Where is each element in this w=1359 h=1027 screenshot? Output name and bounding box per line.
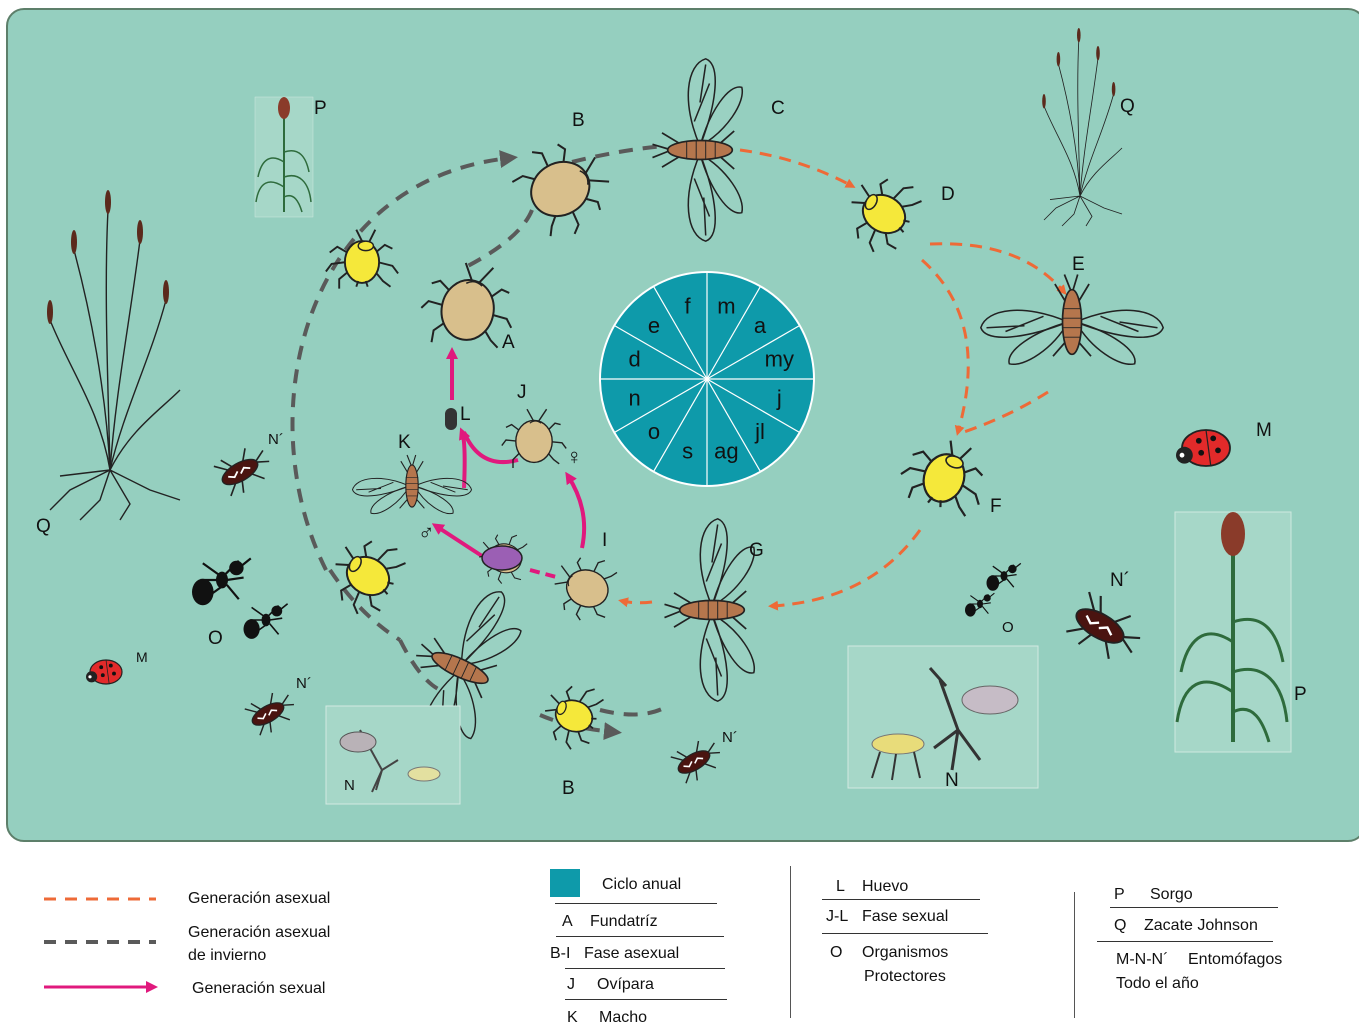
legend-a-key: A (562, 913, 573, 931)
legend-k-value: Macho (599, 1009, 647, 1027)
wheel-month-label: s (682, 438, 693, 463)
label-b-bottom: B (562, 778, 575, 799)
label-n-prime-left: N´ (268, 431, 284, 448)
ladybug-icon (1176, 430, 1230, 466)
johnson-grass-left-icon (47, 190, 180, 520)
predator-bug-icon (244, 685, 300, 738)
label-m-left: M (136, 649, 148, 665)
label-o-right: O (1002, 619, 1014, 636)
legend-jl-value: Fase sexual (862, 908, 948, 926)
label-e: E (1072, 254, 1085, 275)
predator-bug-icon (213, 440, 276, 499)
legend-j-value: Ovípara (597, 976, 654, 994)
winged-aphid-k-male-icon (352, 455, 471, 514)
label-f: F (990, 496, 1002, 517)
label-m-right: M (1256, 420, 1272, 441)
aphid-i-icon (546, 547, 623, 628)
winged-aphid-c-icon (653, 59, 743, 241)
winged-aphid-e-icon (981, 275, 1163, 365)
wheel-month-label: ag (714, 438, 738, 463)
sorghum-large-icon (1175, 512, 1291, 752)
label-d: D (941, 184, 955, 205)
label-o-left: O (208, 628, 223, 649)
legend-asexual: Generación asexual (188, 890, 330, 908)
label-g: G (749, 540, 764, 561)
legend-l-key: L (836, 878, 845, 896)
legend-p-value: Sorgo (1150, 886, 1193, 904)
ant-icon (965, 593, 994, 616)
legend-l-value: Huevo (862, 878, 908, 896)
predator-bug-icon (1064, 590, 1149, 669)
aphid-b-top-icon (504, 126, 623, 248)
wheel-month-label: f (685, 294, 692, 319)
label-n-right: N (945, 770, 959, 791)
label-n-prime-bottom-left: N´ (296, 675, 312, 692)
legend-winter-line1: Generación asexual (188, 924, 330, 942)
wheel-month-label: e (648, 313, 660, 338)
legend-mn-value: Entomófagos (1188, 951, 1282, 969)
legend-q-key: Q (1114, 917, 1126, 935)
legend-jl-key: J-L (826, 908, 848, 926)
aphid-j-oviparous-icon (502, 409, 566, 468)
label-q-top-right: Q (1120, 96, 1135, 117)
legend-q-value: Zacate Johnson (1144, 917, 1258, 935)
label-p-top-left: P (314, 98, 327, 119)
wheel-month-label: jl (754, 419, 765, 444)
label-a: A (502, 332, 515, 353)
aphid-f-icon (894, 429, 996, 522)
label-k: K (398, 432, 411, 453)
predator-bug-icon (670, 733, 726, 786)
label-p-right: P (1294, 684, 1307, 705)
sorghum-small-icon (255, 97, 313, 217)
legend-bi-value: Fase asexual (584, 945, 679, 963)
male-symbol: ♂ (418, 520, 435, 545)
legend-p-key: P (1114, 886, 1125, 904)
ant-icon (244, 604, 288, 639)
parasitoid-photo-large (848, 646, 1038, 788)
legend-bi-key: B-I (550, 945, 570, 963)
egg-icon (445, 408, 457, 430)
wheel-month-label: o (648, 419, 660, 444)
aphid-b-bottom-icon (536, 676, 608, 755)
ant-icon (192, 558, 251, 605)
legend-o-key: O (830, 944, 842, 962)
johnson-grass-top-right-icon (1042, 28, 1122, 226)
label-n-prime-right: N´ (1110, 570, 1130, 591)
aphid-d-icon (836, 164, 928, 261)
legend-k-key: K (567, 1009, 578, 1027)
legend-line-samples (40, 888, 170, 998)
label-b-top: B (572, 110, 585, 131)
female-symbol: ♀ (566, 444, 583, 469)
legend-j-key: J (567, 976, 575, 994)
label-l: L (460, 404, 471, 425)
wheel-month-label: d (629, 347, 641, 372)
annual-cycle-swatch (550, 869, 580, 897)
legend-annual-cycle: Ciclo anual (602, 876, 681, 894)
legend-winter-line2: de invierno (188, 947, 266, 965)
legend-a-value: Fundatríz (590, 913, 658, 931)
wheel-month-label: my (765, 347, 794, 372)
legend-mn-value-2: Todo el año (1116, 975, 1199, 993)
ant-icon (987, 563, 1021, 590)
wheel-month-label: j (776, 385, 782, 410)
legend-o-value-1: Organismos (862, 944, 948, 962)
label-n-left: N (344, 777, 355, 794)
label-c: C (771, 98, 785, 119)
ladybug-icon (86, 660, 122, 684)
wheel-month-label: m (717, 294, 735, 319)
sexual-arrowhead (146, 981, 158, 993)
wheel-month-label: n (629, 385, 641, 410)
legend-o-value-2: Protectores (864, 968, 946, 986)
winged-aphid-g-icon (665, 519, 755, 701)
label-j: J (517, 382, 527, 403)
label-i: I (602, 530, 607, 551)
label-q-left: Q (36, 516, 51, 537)
legend-sexual: Generación sexual (192, 980, 325, 998)
sexual-generation-arrows (436, 352, 584, 578)
label-n-prime-bottom-center: N´ (722, 729, 738, 746)
legend-mn-key: M-N-N´ (1116, 951, 1168, 969)
wheel-month-label: a (754, 313, 767, 338)
